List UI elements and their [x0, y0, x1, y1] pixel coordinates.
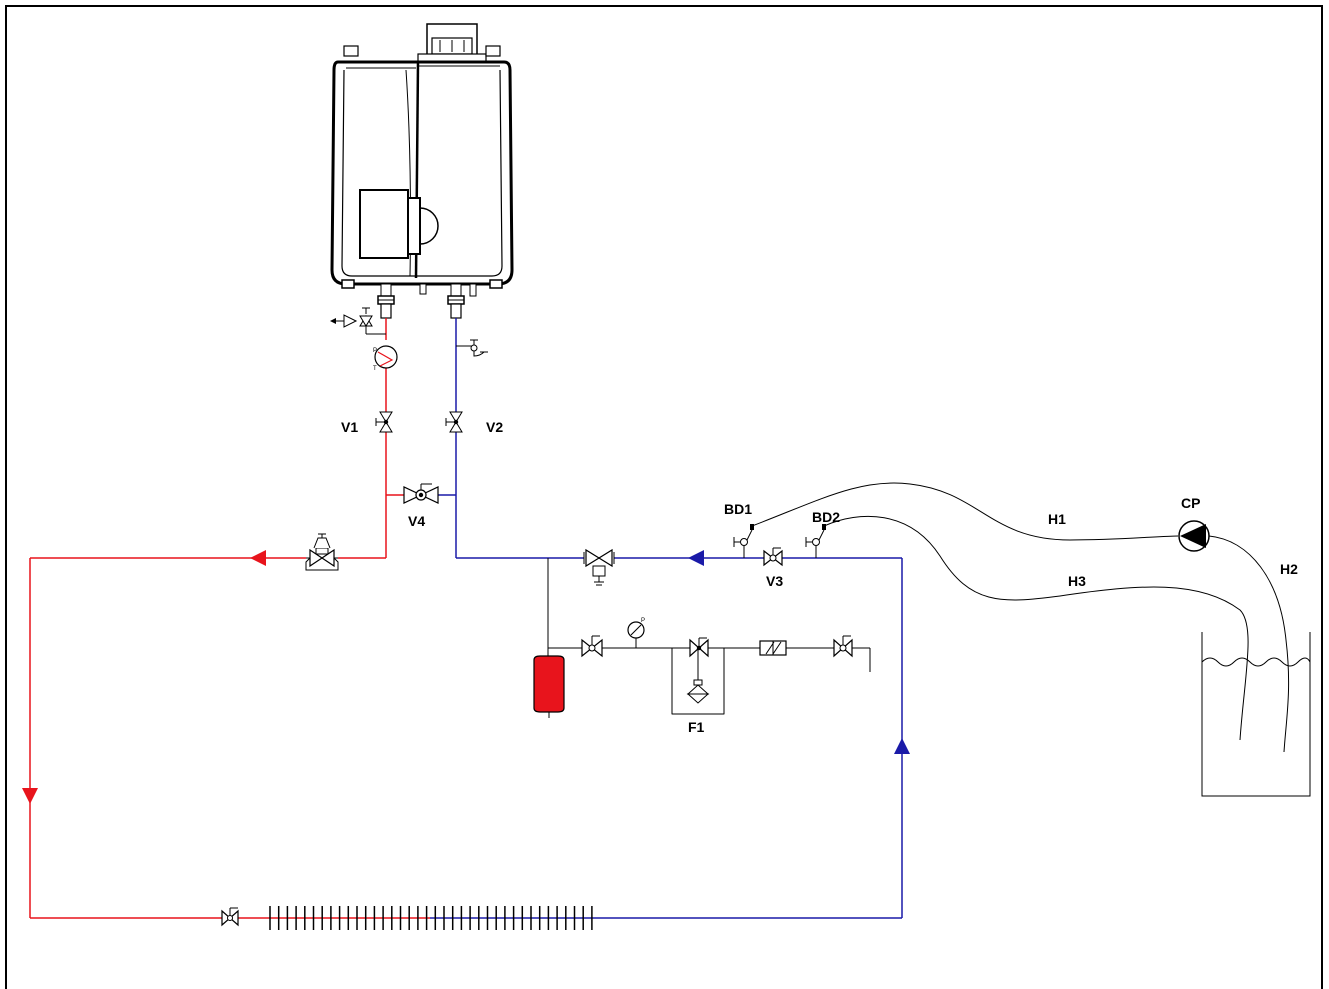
label-h2: H2 [1280, 561, 1298, 577]
svg-text:T: T [373, 366, 377, 372]
label-v1: V1 [341, 419, 358, 435]
boiler-unit [330, 23, 514, 319]
fill-line: P [547, 558, 871, 715]
label-h1: H1 [1048, 511, 1066, 527]
return-piping [430, 318, 910, 919]
pressure-reducing-valve [305, 533, 339, 571]
svg-text:P: P [641, 618, 645, 624]
hose-bib-bd1 [733, 524, 754, 558]
boiler-supply-fitting [377, 283, 395, 319]
pressure-temperature-gauge: P T [373, 345, 398, 372]
supply-flow-arrow-down [22, 788, 38, 804]
flush-bucket [1201, 632, 1311, 797]
hose-h2 [1208, 535, 1290, 753]
strainer [583, 548, 615, 586]
supply-piping [22, 318, 430, 919]
hose-bib-bd2 [805, 524, 826, 558]
valve-v4 [386, 483, 456, 504]
fill-valve-2 [689, 637, 709, 658]
fill-valve-3 [833, 635, 853, 658]
label-h3: H3 [1068, 573, 1086, 589]
circulating-pump-cp [1178, 520, 1210, 552]
label-v3: V3 [766, 573, 783, 589]
valve-v2 [445, 411, 463, 433]
hose-h3 [823, 515, 1249, 741]
svg-text:P: P [373, 348, 377, 354]
diagram-frame [5, 5, 1323, 989]
label-v2: V2 [486, 419, 503, 435]
fill-valve-1 [581, 635, 603, 658]
supply-flow-arrow-left [250, 550, 266, 566]
valve-v1 [375, 411, 393, 433]
backflow-preventer [759, 640, 787, 656]
label-bd1: BD1 [724, 501, 752, 517]
filter-f1 [686, 648, 710, 704]
label-v4: V4 [408, 513, 425, 529]
isolation-valve-emitter [221, 907, 239, 927]
expansion-vessel [533, 655, 565, 718]
label-f1: F1 [688, 719, 705, 735]
label-bd2: BD2 [812, 509, 840, 525]
heat-emitter-fins [269, 906, 593, 930]
label-cp: CP [1181, 495, 1200, 511]
hose-h1 [751, 482, 1179, 541]
valve-v3 [763, 547, 783, 567]
return-flow-arrow-up [894, 738, 910, 754]
boiler-return-fitting [447, 283, 465, 319]
pressure-relief-valve [330, 307, 386, 335]
return-drain-valve [456, 339, 488, 357]
return-flow-arrow-left [688, 550, 704, 566]
